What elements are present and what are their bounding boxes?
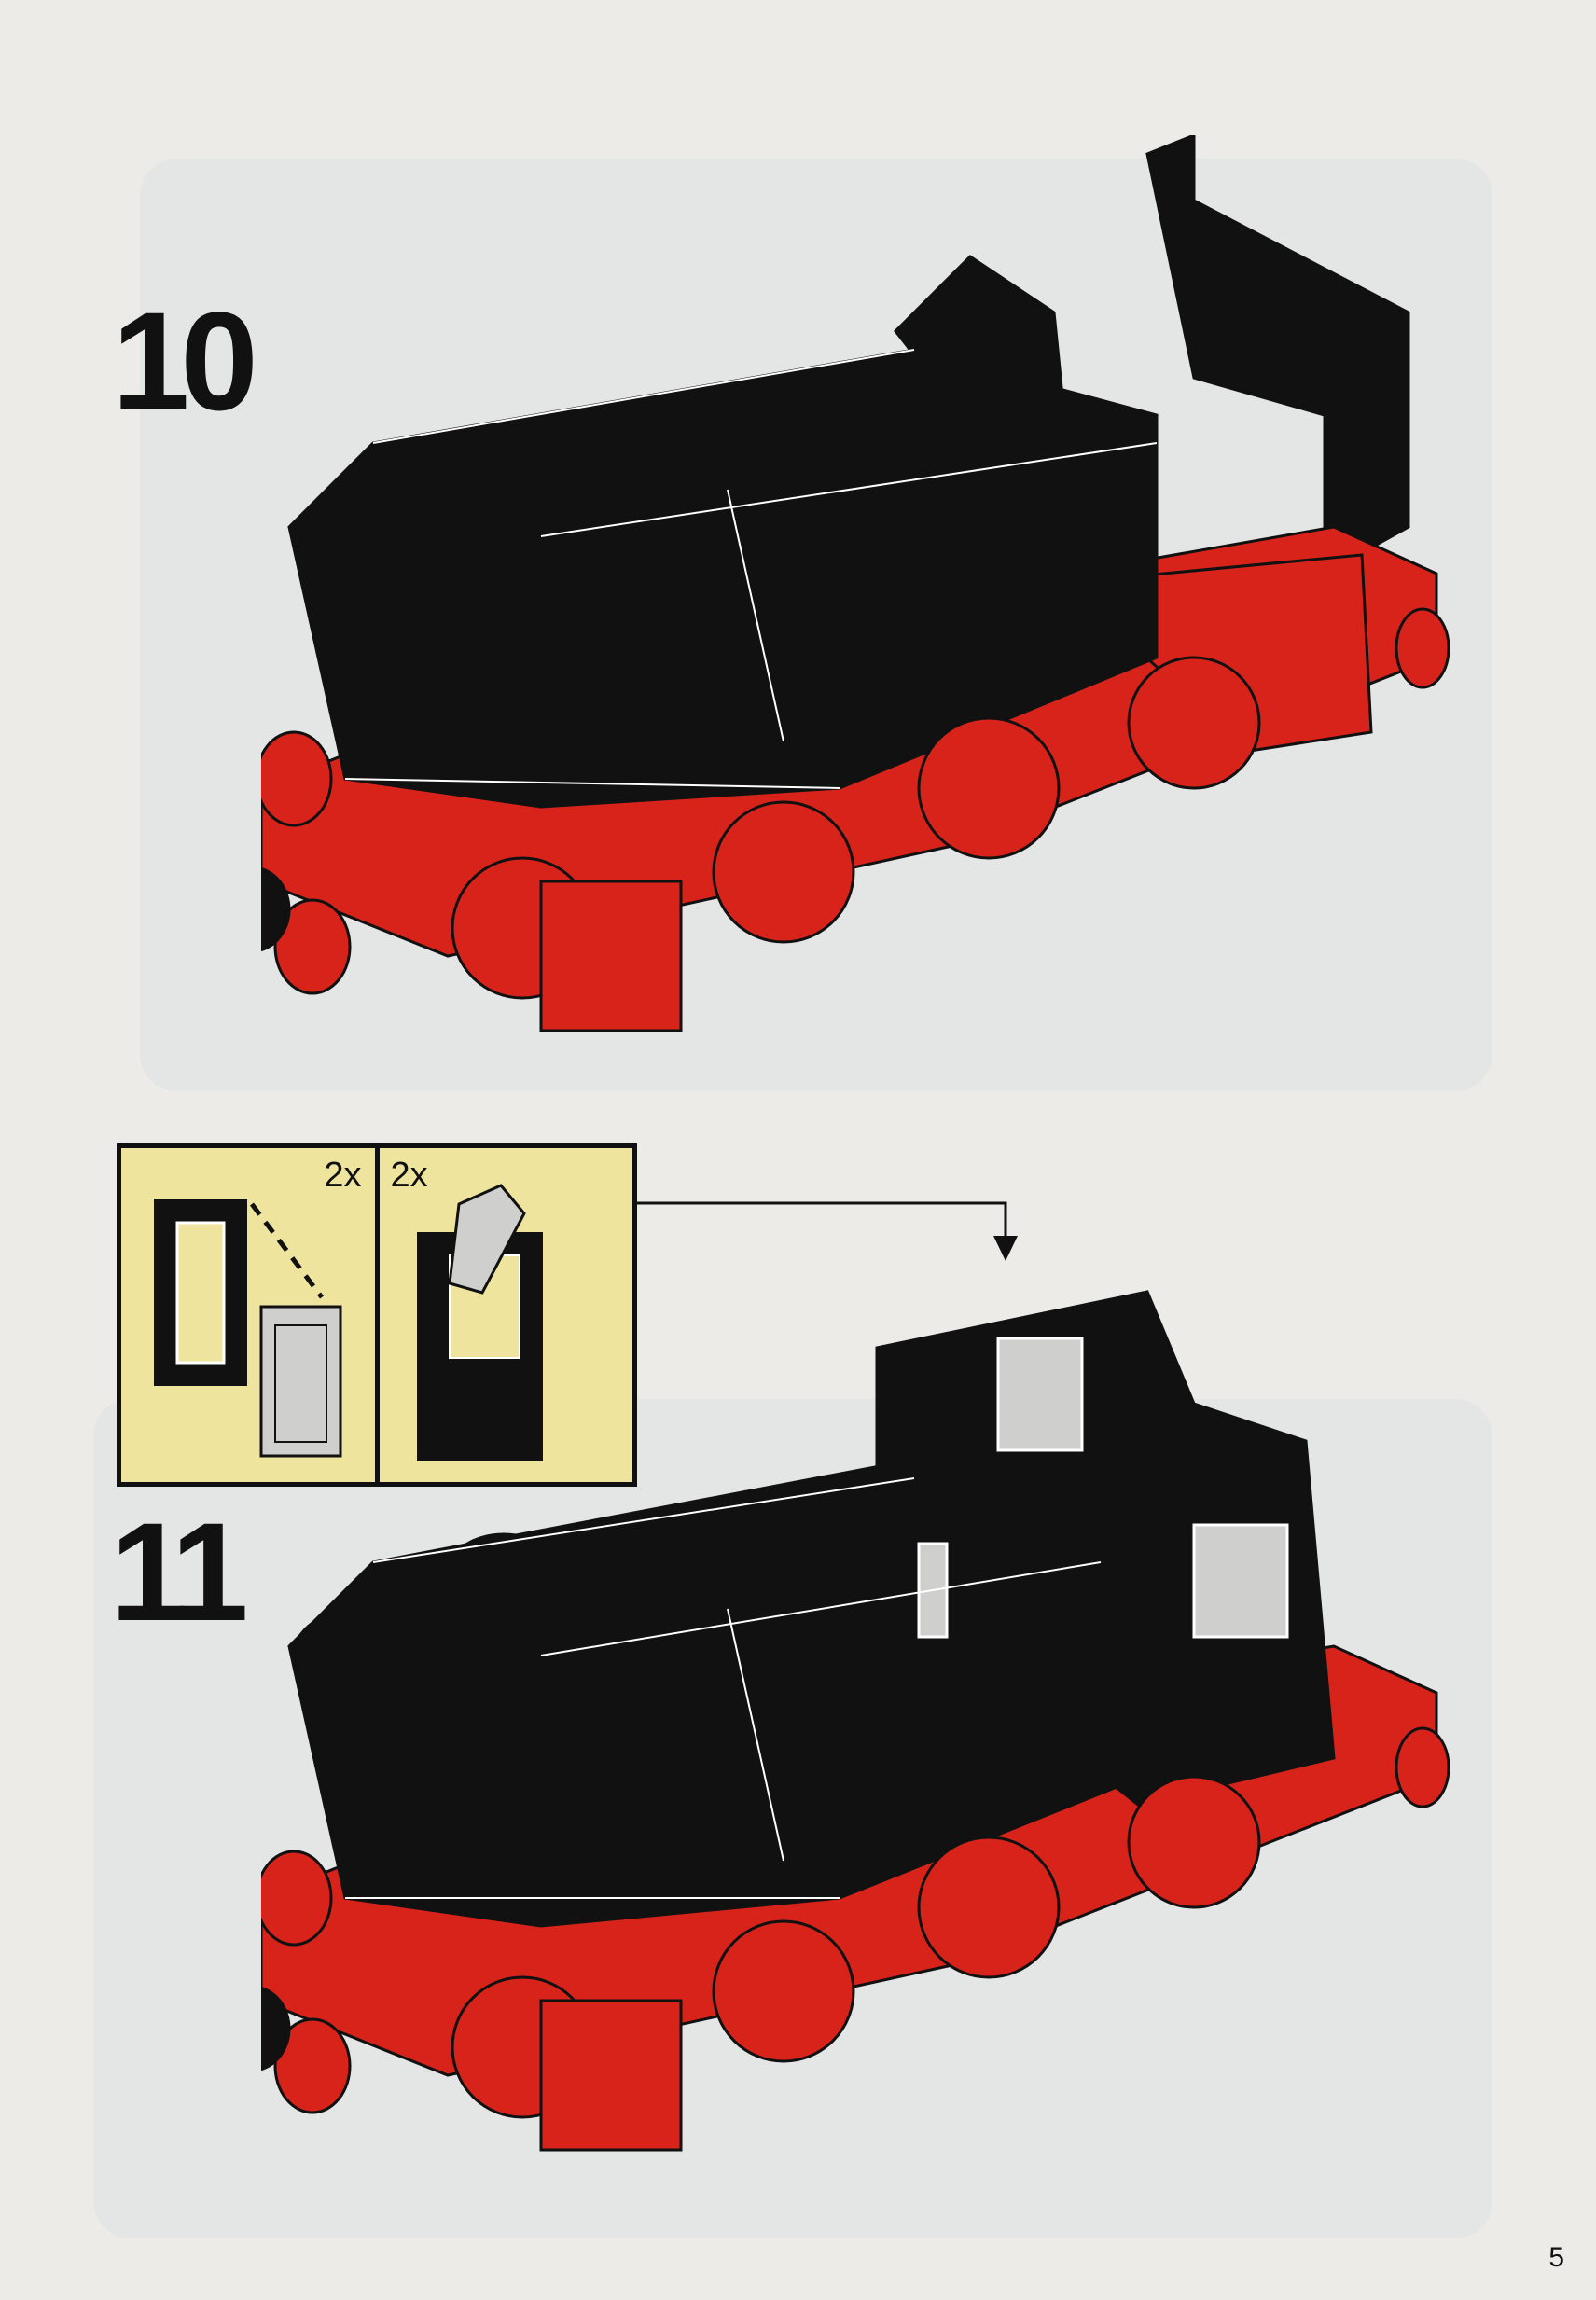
part-quantity: 2x [324,1156,362,1195]
step-number-10: 10 [112,283,258,439]
chimney [292,1607,426,1704]
wheel [1127,1775,1261,1909]
parts-panel-window-frame: 2x [121,1148,375,1482]
step-number-11: 11 [110,1493,249,1650]
buffer [261,730,333,827]
wheel [917,1836,1061,1979]
steam-dome [894,255,1065,417]
page-number: 5 [1548,2242,1564,2273]
buffer [273,2017,352,2114]
wheel [712,1919,855,2063]
locomotive-step-11-illustration [261,1290,1450,2152]
wheel [917,716,1061,860]
wheel [712,800,855,944]
cab-rear-wall [1145,135,1410,576]
locomotive-step-10-illustration [261,135,1450,1032]
door-and-pane-icon [416,1184,543,1461]
parts-panel-door: 2x [374,1148,633,1482]
buffer [273,898,352,995]
part-quantity: 2x [390,1156,428,1195]
parts-callout: 2x 2x [117,1143,637,1487]
buffer [261,1850,333,1947]
cab-window [1192,1523,1289,1639]
cab-door-window [996,1337,1084,1452]
steam-dome [441,1532,566,1629]
window-frame-and-pane-icon [154,1199,342,1458]
cab [875,1290,1336,1807]
wheel [1127,656,1261,790]
